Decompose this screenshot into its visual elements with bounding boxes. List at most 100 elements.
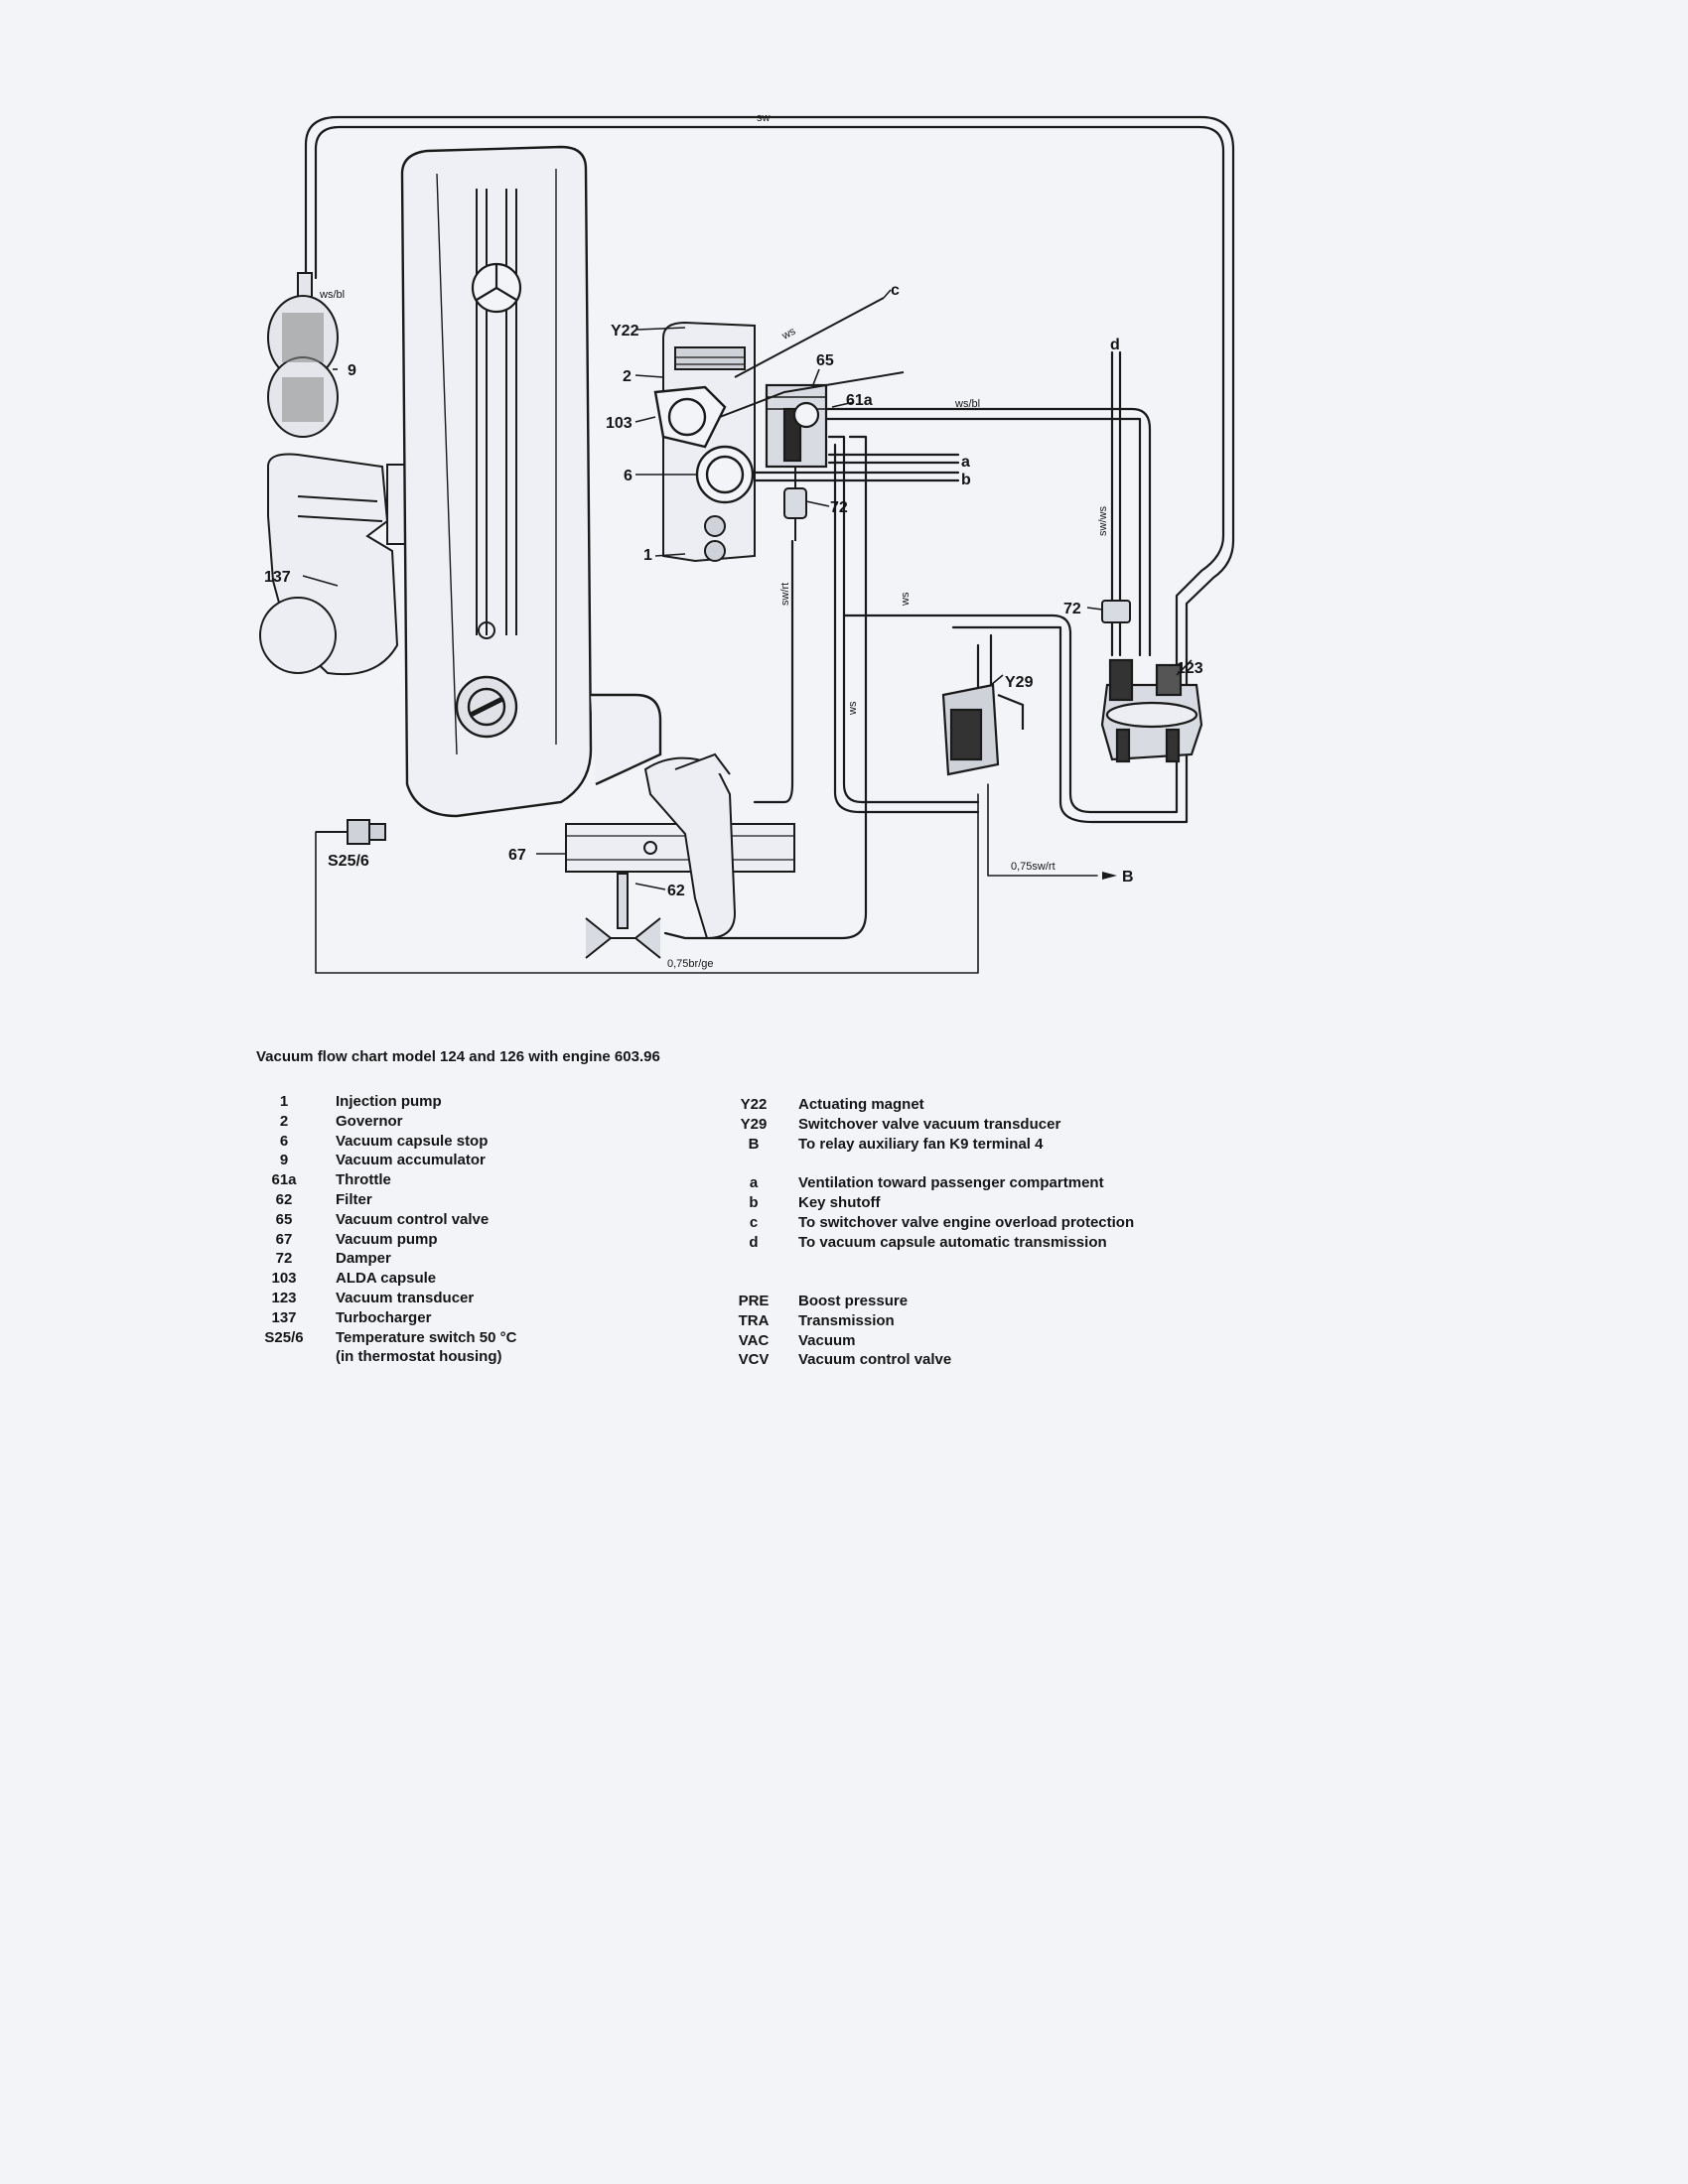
callout-103: 103	[606, 415, 633, 432]
legend-key: 103	[271, 1270, 297, 1288]
alda-capsule	[653, 385, 727, 449]
legend-key: b	[749, 1193, 759, 1211]
vacuum-line-wsbl	[822, 407, 1152, 657]
legend-row: Y29 Switchover valve vacuum transducer	[725, 1115, 1134, 1135]
legend-key: TRA	[738, 1311, 770, 1329]
vacuum-line-a	[827, 453, 960, 465]
callout-2: 2	[623, 368, 632, 385]
wire-075swrt	[987, 783, 1098, 877]
legend-key: VAC	[738, 1331, 770, 1349]
mercedes-star-icon	[471, 262, 522, 314]
callout-137: 137	[264, 569, 291, 586]
wire-label-ws-diagonal: ws	[779, 326, 798, 343]
turbocharger	[259, 453, 408, 676]
callout-b: b	[961, 472, 971, 488]
legend-value: Key shutoff	[798, 1193, 881, 1211]
legend-value: Vacuum accumulator	[336, 1152, 486, 1169]
legend-key: Y22	[740, 1096, 768, 1113]
wire-label-wsbl-top: ws/bl	[319, 289, 345, 301]
legend-key: Y29	[740, 1115, 768, 1133]
legend-key	[248, 1347, 320, 1367]
legend-key: c	[749, 1213, 759, 1231]
legend-value: Filter	[336, 1190, 372, 1208]
legend-value: ALDA capsule	[336, 1270, 437, 1288]
wire-label-075brge: 0,75br/ge	[667, 958, 713, 970]
legend-row: c To switchover valve engine overload pro…	[725, 1213, 1134, 1233]
legend-row: d To vacuum capsule automatic transmissio…	[725, 1233, 1134, 1253]
diagram-caption: Vacuum flow chart model 124 and 126 with…	[256, 1048, 660, 1065]
legend-value: Damper	[336, 1250, 391, 1268]
legend-key: d	[749, 1233, 759, 1251]
callout-123: 123	[1177, 660, 1203, 677]
callout-65: 65	[816, 352, 834, 369]
callout-B: B	[1122, 869, 1134, 886]
legend-key: 6	[279, 1132, 289, 1150]
switchover-valve-y29	[941, 683, 1025, 776]
wire-label-sw: sw	[757, 112, 771, 124]
callout-c: c	[891, 282, 900, 299]
wire-075brge	[315, 793, 979, 974]
vacuum-line-swrt	[753, 539, 794, 804]
legend-value: Temperature switch 50 °C	[336, 1328, 517, 1346]
legend-key: 61a	[271, 1171, 297, 1189]
wire-label-ws-low: ws	[847, 701, 859, 716]
legend-row: S25/6 Temperature switch 50 °C	[248, 1328, 516, 1348]
callout-d: d	[1110, 337, 1120, 353]
legend-key: S25/6	[264, 1328, 304, 1346]
legend-value: To relay auxiliary fan K9 terminal 4	[798, 1135, 1044, 1153]
callout-y29: Y29	[1005, 674, 1034, 691]
legend-value: To switchover valve engine overload prot…	[798, 1213, 1135, 1231]
legend-row: 6 Vacuum capsule stop	[248, 1132, 516, 1152]
wire-label-075swrt: 0,75sw/rt	[1011, 861, 1055, 873]
vacuum-line-pump	[663, 435, 868, 940]
callout-y22: Y22	[611, 323, 639, 340]
legend-key: 65	[275, 1210, 293, 1228]
callout-72-left: 72	[830, 499, 848, 516]
legend-value: Turbocharger	[336, 1308, 432, 1326]
callout-a: a	[961, 454, 970, 471]
legend-value: Injection pump	[336, 1093, 442, 1110]
damper-left	[783, 467, 807, 541]
vacuum-line-sw	[304, 115, 1235, 737]
legend-key: 72	[275, 1250, 293, 1268]
legend-value: Throttle	[336, 1171, 391, 1189]
legend-value: Vacuum transducer	[336, 1289, 475, 1306]
legend-key: 9	[279, 1152, 289, 1169]
oil-filler-cap	[455, 675, 518, 739]
legend-key: B	[748, 1135, 760, 1153]
wire-label-wsbl-right: ws/bl	[954, 398, 980, 410]
legend-value: To vacuum capsule automatic transmission	[798, 1233, 1107, 1251]
legend-value: Vacuum control valve	[336, 1210, 490, 1228]
injection-pump	[662, 321, 756, 563]
callout-6: 6	[624, 468, 633, 484]
damper-right	[1101, 600, 1131, 623]
legend-row: 9 Vacuum accumulator	[248, 1151, 516, 1170]
callout-72-right: 72	[1063, 601, 1081, 617]
vacuum-flow-diagram: Y22 2 103 6 1 9 137 67 62 S25/6 65 61a 7…	[259, 112, 1235, 974]
legend-value: Transmission	[798, 1311, 895, 1329]
legend-value: Vacuum	[798, 1331, 856, 1349]
vacuum-capsule-stop	[695, 445, 755, 504]
legend-key: 1	[279, 1093, 289, 1110]
legend-key: 67	[275, 1230, 293, 1248]
wire-label-swrt: sw/rt	[779, 583, 791, 606]
legend-value: Switchover valve vacuum transducer	[798, 1115, 1061, 1133]
legend-key: a	[749, 1174, 759, 1192]
legend-row: 103 ALDA capsule	[248, 1269, 516, 1289]
legend-row: (in thermostat housing)	[248, 1347, 516, 1367]
wire-label-swws: sw/ws	[1097, 506, 1109, 536]
vacuum-control-valve	[765, 383, 828, 469]
callout-62: 62	[667, 883, 685, 899]
engine-valve-cover	[400, 145, 662, 818]
callout-9: 9	[348, 362, 356, 379]
legend-value: Vacuum capsule stop	[336, 1132, 489, 1150]
